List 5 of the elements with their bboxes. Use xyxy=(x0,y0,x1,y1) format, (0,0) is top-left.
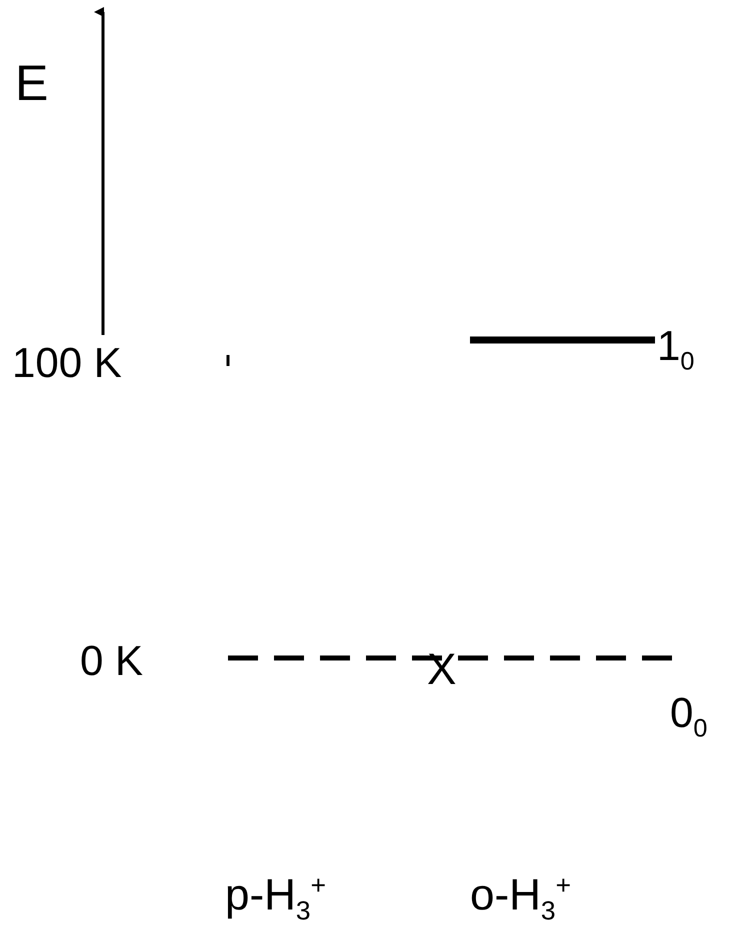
level-label: 0$_{0}$ xyxy=(670,692,708,742)
energy-value-label: 100 K xyxy=(12,342,122,384)
level-label: 1$_{0}$ xyxy=(657,325,694,375)
axis-label: E xyxy=(15,58,48,108)
energy-value-label: 0 K xyxy=(80,640,144,682)
